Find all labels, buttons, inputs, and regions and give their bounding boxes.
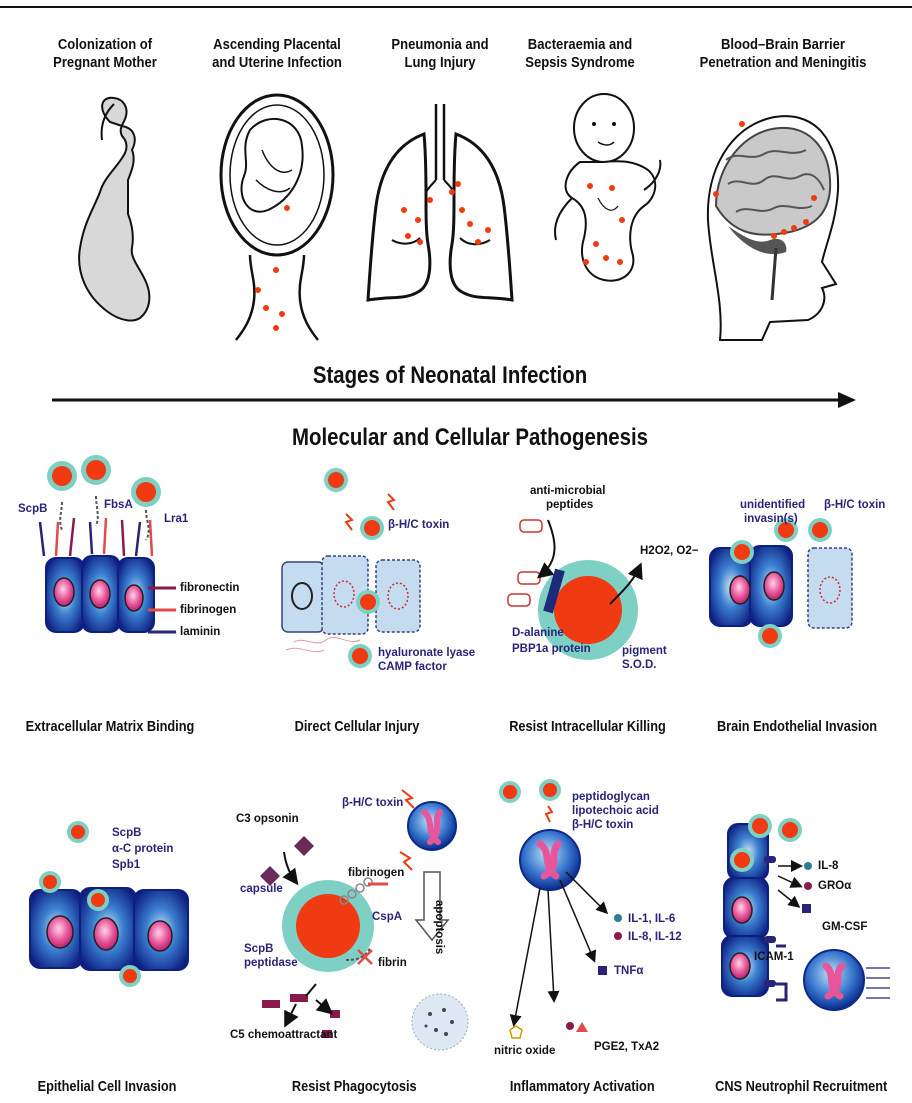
phago-cspa-label: CspA [372, 910, 402, 924]
inflam-pge-label: PGE2, TxA2 [594, 1040, 659, 1054]
killing-pbp-label: PBP1a protein [512, 642, 591, 656]
pregnant-mother-figure [79, 98, 149, 321]
killing-amp-label-2: peptides [546, 498, 593, 512]
epi-scpb-label: ScpB [112, 826, 141, 840]
stages-arrow-head [838, 392, 856, 408]
ecm-fibrinogen-label: fibrinogen [180, 603, 236, 617]
section-title: Molecular and Cellular Pathogenesis [232, 424, 708, 452]
uterus-figure [221, 95, 333, 340]
ecm-panel-graphic [40, 455, 176, 632]
cns-gro-label: GROα [818, 879, 851, 893]
phago-toxin-label: β-H/C toxin [342, 796, 403, 810]
killing-sod-label: S.O.D. [622, 658, 657, 672]
ecm-scpb-label: ScpB [18, 502, 47, 516]
epi-alpha-label: α-C protein [112, 842, 173, 856]
phago-peptidase-label: peptidase [244, 956, 298, 970]
phago-fibrin-label: fibrin [378, 956, 407, 970]
killing-pigment-label: pigment [622, 644, 667, 658]
stages-arrow-label: Stages of Neonatal Infection [238, 362, 663, 390]
injury-toxin-label: β-H/C toxin [388, 518, 449, 532]
lungs-figure [368, 104, 512, 300]
inflam-toxin-label: β-H/C toxin [572, 818, 633, 832]
injury-camp-label: CAMP factor [378, 660, 447, 674]
brain-invasin-label-1: unidentified [740, 498, 805, 512]
inflam-no-label: nitric oxide [494, 1044, 555, 1058]
injury-panel-graphic [282, 468, 420, 668]
cns-caption: CNS Neutrophil Recruitment [715, 1078, 887, 1095]
killing-dala-label: D-alanine [512, 626, 564, 640]
brain-caption: Brain Endothelial Invasion [709, 718, 884, 735]
inflam-caption: Inflammatory Activation [510, 1078, 644, 1095]
epi-caption: Epithelial Cell Invasion [31, 1078, 182, 1095]
inflam-il16-label: IL-1, IL-6 [628, 912, 675, 926]
inflam-lta-label: lipotechoic acid [572, 804, 659, 818]
killing-ros-label: H2O2, O2− [640, 544, 699, 558]
cns-panel-graphic [722, 814, 890, 1010]
phago-c3-label: C3 opsonin [236, 812, 299, 826]
brain-endothelial-panel-graphic [710, 518, 852, 648]
brain-toxin-label: β-H/C toxin [824, 498, 885, 512]
phago-apoptosis-label: apoptosis [432, 900, 446, 954]
cns-gmcsf-label: GM-CSF [822, 920, 867, 934]
cns-il8-label: IL-8 [818, 859, 838, 873]
inflam-pg-label: peptidoglycan [572, 790, 650, 804]
phago-c5-label: C5 chemoattractant [230, 1028, 337, 1042]
inflam-tnf-label: TNFα [614, 964, 643, 978]
infant-figure [555, 94, 660, 281]
phago-capsule-label: capsule [240, 882, 283, 896]
inflam-il812-label: IL-8, IL-12 [628, 930, 682, 944]
ecm-fibronectin-label: fibronectin [180, 581, 239, 595]
ecm-caption: Extracellular Matrix Binding [25, 718, 195, 735]
killing-amp-label-1: anti-microbial [530, 484, 605, 498]
phago-caption: Resist Phagocytosis [292, 1078, 404, 1095]
ecm-lra1-label: Lra1 [164, 512, 188, 526]
injury-lyase-label: hyaluronate lyase [378, 646, 475, 660]
killing-caption: Resist Intracellular Killing [509, 718, 659, 735]
epi-spb1-label: Spb1 [112, 858, 140, 872]
brain-head-figure [708, 116, 838, 340]
phago-scpb-label: ScpB [244, 942, 273, 956]
phago-fibrinogen-label: fibrinogen [348, 866, 404, 880]
cns-icam-label: ICAM-1 [754, 950, 794, 964]
ecm-fbsa-label: FbsA [104, 498, 133, 512]
ecm-laminin-label: laminin [180, 625, 220, 639]
brain-invasin-label-2: invasin(s) [744, 512, 798, 526]
injury-caption: Direct Cellular Injury [293, 718, 421, 735]
